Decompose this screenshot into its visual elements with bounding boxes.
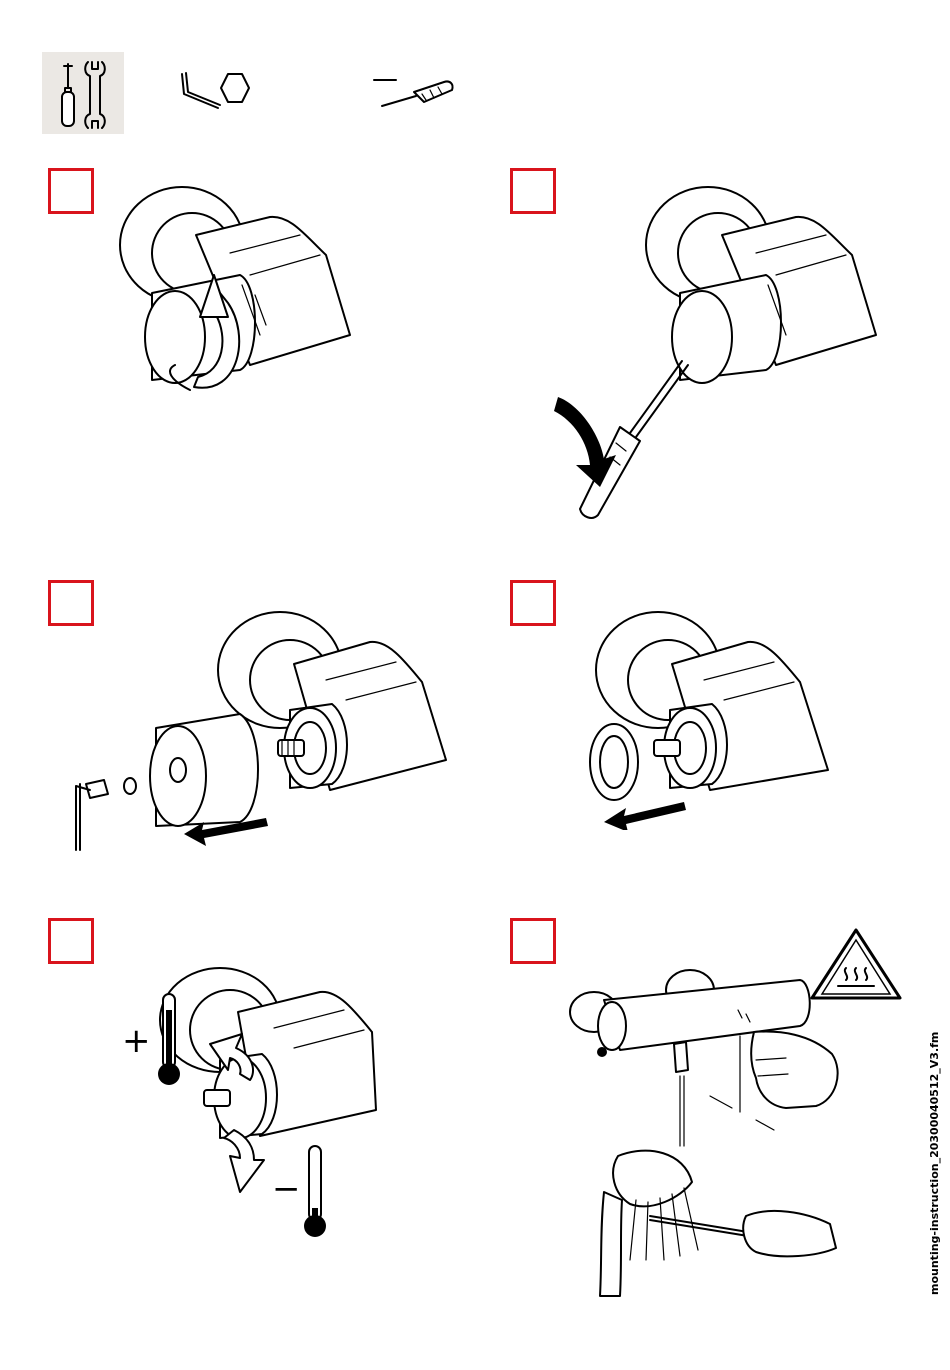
rotate-handle-icon: [100, 175, 380, 415]
step-1-box: [48, 168, 94, 214]
thermometer-cold-icon: [300, 1142, 330, 1242]
remove-stop-ring-icon: [580, 600, 860, 830]
slotted-screwdriver-icon: [368, 68, 462, 112]
step-4-box: [510, 580, 556, 626]
temperature-plus-sign: +: [122, 1024, 151, 1058]
tools-icon-box: [42, 52, 124, 134]
pry-cap-screwdriver-icon: [540, 175, 880, 525]
file-name-label: mounting-instruction_20300040512_V3.fm: [928, 1032, 941, 1295]
remove-handle-hex-key-icon: [70, 600, 450, 860]
thermometer-hot-icon: [154, 990, 184, 1090]
temperature-minus-sign: −: [272, 1172, 301, 1206]
adjust-temperature-icon: [150, 960, 390, 1200]
step-5-box: [48, 918, 94, 964]
measure-temperature-icon: [560, 960, 860, 1300]
hex-key-icon: [176, 68, 254, 112]
step-6-box: [510, 918, 556, 964]
screwdriver-wrench-icon: [42, 52, 124, 134]
